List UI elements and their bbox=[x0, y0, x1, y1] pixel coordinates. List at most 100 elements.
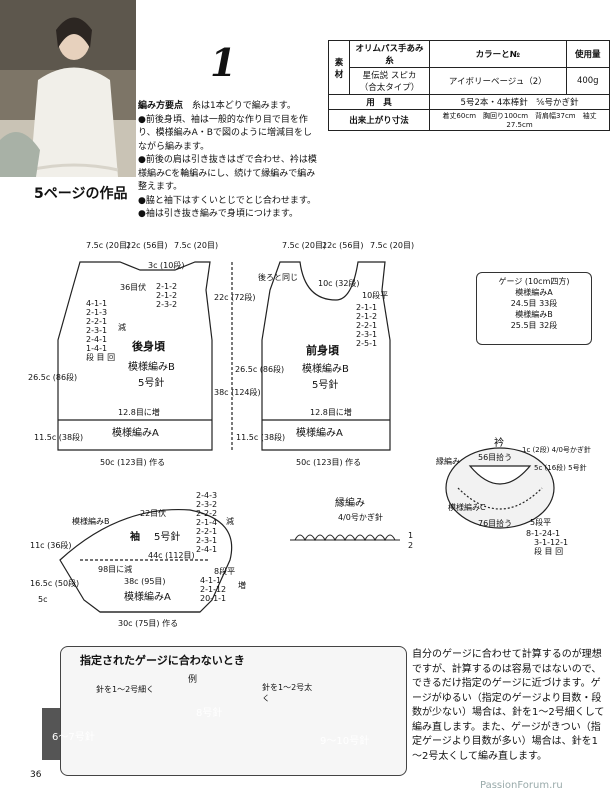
edging-arrow-1: 1 bbox=[408, 531, 413, 540]
back-body-diagram bbox=[57, 261, 213, 451]
back-pattern-a: 模様編みA bbox=[112, 426, 159, 439]
sleeve-cast-on: 30c (75目) 作る bbox=[118, 618, 178, 628]
knitting-notes: 編み方要点 糸は1本どりで編みます。 ●前後身頃、袖は一般的な作り目で目を作り、… bbox=[138, 100, 318, 222]
front-center-height: 22c (72段) bbox=[214, 292, 256, 302]
yarn-header: オリムパス手あみ糸 bbox=[348, 40, 431, 68]
sleeve-cap-height: 11c (36段) bbox=[30, 540, 72, 550]
left-needle-label: 6～7号針 bbox=[52, 732, 95, 743]
project-number: 1 bbox=[210, 40, 237, 85]
front-neck-seq: 2-1-2 bbox=[356, 312, 377, 321]
note-item: ●前後身頃、袖は一般的な作り目で目を作り、模様編みA・Bで図のように増減目をしな… bbox=[138, 114, 312, 152]
sleeve-lower-width: 38c (95目) bbox=[124, 577, 166, 586]
edging-title: 縁編み bbox=[335, 496, 365, 509]
front-neck-seq: 2-2-1 bbox=[356, 321, 377, 330]
gauge-box: ゲージ (10cm四方) 模様編みA 24.5目 33段 模様編みB 25.5目… bbox=[476, 272, 592, 345]
gauge-tip-text: 自分のゲージに合わせて計算するのが理想ですが、計算するのは容易ではないので、でき… bbox=[412, 649, 605, 762]
collar-edge-label: 縁編み bbox=[436, 456, 460, 466]
gauge-b-value: 25.5目 32段 bbox=[510, 321, 558, 330]
sleeve-height: 16.5c (50段) bbox=[30, 578, 79, 588]
note-item: ●前後の肩は引き抜きはぎで合わせ、衿は模様編みCを輪編みにし、続けて縁編みで編み… bbox=[138, 155, 317, 192]
gauge-tip-box bbox=[60, 646, 407, 776]
front-side-height: 26.5c (86段) bbox=[235, 364, 284, 374]
sleeve-inc-label: 増 bbox=[238, 580, 246, 590]
back-arm-seq: 4-1-1 bbox=[86, 299, 107, 308]
gauge-title: ゲージ (10cm四方) bbox=[498, 277, 570, 286]
back-neck-dec: 36目伏 bbox=[120, 282, 146, 292]
work-label: 5ページの作品 bbox=[34, 186, 128, 202]
sleeve-labels: 模様編みB 22目伏 袖 5号針 2-4-3 2-3-2 2-2-2 2-1-4… bbox=[30, 491, 246, 628]
edging-labels: 縁編み 4/0号かぎ針 1 2 bbox=[335, 496, 413, 550]
front-same-note: 後ろと同じ bbox=[258, 272, 298, 282]
sleeve-pattern-b: 模様編みB bbox=[72, 516, 110, 526]
front-labels: 7.5c (20目) 22c (56目) 7.5c (20目) 後ろと同じ 10… bbox=[214, 241, 414, 467]
amount-value: 400g bbox=[565, 67, 610, 95]
back-inc-note: 12.8目に増 bbox=[118, 407, 160, 417]
collar-seq: 8-1-24-1 bbox=[526, 529, 560, 538]
back-arm-seq: 2-1-3 bbox=[86, 308, 107, 317]
sleeve-cap-seq: 2-3-2 bbox=[196, 500, 217, 509]
center-needle-label: 8号針 bbox=[196, 708, 223, 719]
back-labels: 7.5c (20目) 22c (56目) 7.5c (20目) 3c (10段)… bbox=[28, 241, 218, 467]
sleeve-inc-seq: 20-1-1 bbox=[200, 594, 226, 603]
notes-heading: 編み方要点 bbox=[138, 101, 184, 111]
front-neck-seq: 2-5-1 bbox=[356, 339, 377, 348]
sleeve-pattern-a: 模様編みA bbox=[124, 590, 171, 603]
finished-label: 出来上がり寸法 bbox=[327, 109, 431, 131]
back-needle: 5号針 bbox=[138, 376, 164, 389]
spec-table: 素材 オリムパス手あみ糸 カラーと№ 使用量 星伝説 スピカ（合太タイプ） アイ… bbox=[327, 40, 610, 131]
page-number: 36 bbox=[30, 770, 42, 780]
collar-diagram bbox=[445, 447, 555, 529]
front-shoulder-right: 7.5c (20目) bbox=[370, 241, 414, 250]
collar-rows-flat: 5段平 bbox=[530, 517, 551, 527]
sleeve-underarm: 98目に減 bbox=[98, 564, 132, 574]
back-rib-height: 11.5c (38段) bbox=[34, 432, 83, 442]
left-needle-note: 針を1～2号細く bbox=[96, 685, 155, 694]
sleeve-width: 44c (112目) bbox=[148, 551, 195, 560]
back-arm-seq: 2-2-1 bbox=[86, 317, 107, 326]
front-needle: 5号針 bbox=[312, 378, 338, 391]
back-neck-seq-3: 2-3-2 bbox=[156, 300, 177, 309]
model-photo bbox=[0, 0, 136, 177]
gauge-tip-title: 指定されたゲージに合わないとき bbox=[80, 654, 245, 667]
collar-top-stitches: 56目拾う bbox=[478, 452, 512, 462]
sleeve-cap-seq: 2-4-1 bbox=[196, 545, 217, 554]
back-pattern-b: 模様編みB bbox=[128, 360, 175, 373]
back-arm-seq: 2-3-1 bbox=[86, 326, 107, 335]
sleeve-cap-seq: 2-2-1 bbox=[196, 527, 217, 536]
note-item: ●袖は引き抜き編みで身頃につけます。 bbox=[138, 209, 298, 219]
edging-hook: 4/0号かぎ針 bbox=[338, 512, 383, 522]
front-body-diagram bbox=[231, 261, 391, 451]
front-neck-width: 22c (56目) bbox=[322, 241, 364, 250]
back-arm-seq: 段 目 回 bbox=[86, 352, 115, 362]
front-pattern-b: 模様編みB bbox=[302, 362, 349, 375]
back-title: 後身頃 bbox=[132, 339, 166, 353]
collar-side-note: 5c (16段) 5号針 bbox=[534, 463, 587, 472]
back-neck-depth: 3c (10段) bbox=[148, 260, 184, 270]
sleeve-cap-seq: 2-1-4 bbox=[196, 518, 217, 527]
gauge-b-label: 模様編みB bbox=[515, 310, 553, 319]
back-shoulder-right: 7.5c (20目) bbox=[174, 241, 218, 250]
finished-value: 着丈60cm 胸回り100cm 背肩幅37cm 袖丈27.5cm bbox=[429, 109, 610, 131]
sleeve-inc-seq: 2-1-12 bbox=[200, 585, 226, 594]
front-neck-mid: 10段平 bbox=[362, 290, 388, 300]
edging-arrow-2: 2 bbox=[408, 541, 413, 550]
example-label: 例 bbox=[188, 675, 198, 685]
yarn-name: 星伝説 スピカ bbox=[362, 71, 417, 81]
sleeve-inc-seq: 8段平 bbox=[214, 566, 235, 576]
sleeve-title: 袖 bbox=[129, 530, 140, 543]
yarn-type: （合太タイプ） bbox=[359, 83, 420, 93]
gauge-a-value: 24.5目 33段 bbox=[510, 299, 558, 308]
front-inc-note: 12.8目に増 bbox=[310, 407, 352, 417]
back-shoulder-left: 7.5c (20目) bbox=[86, 241, 130, 250]
color-value: アイボリーベージュ（2） bbox=[429, 67, 567, 95]
front-body-height: 38c (124段) bbox=[214, 387, 261, 397]
collar-title: 衿 bbox=[494, 436, 504, 449]
front-cast-on: 50c (123目) 作る bbox=[296, 457, 361, 467]
back-neck-width: 22c (56目) bbox=[126, 241, 168, 250]
collar-seq-2: 3-1-12-1 bbox=[534, 538, 568, 547]
sleeve-inc-seq: 4-1-1 bbox=[200, 576, 221, 585]
right-needle-note: 針を1～2号太く bbox=[262, 683, 313, 703]
sleeve-top-height: 5c bbox=[38, 595, 48, 604]
right-needle-label: 9～10号針 bbox=[320, 736, 370, 747]
sleeve-cap-seq: 2-4-3 bbox=[196, 491, 217, 500]
